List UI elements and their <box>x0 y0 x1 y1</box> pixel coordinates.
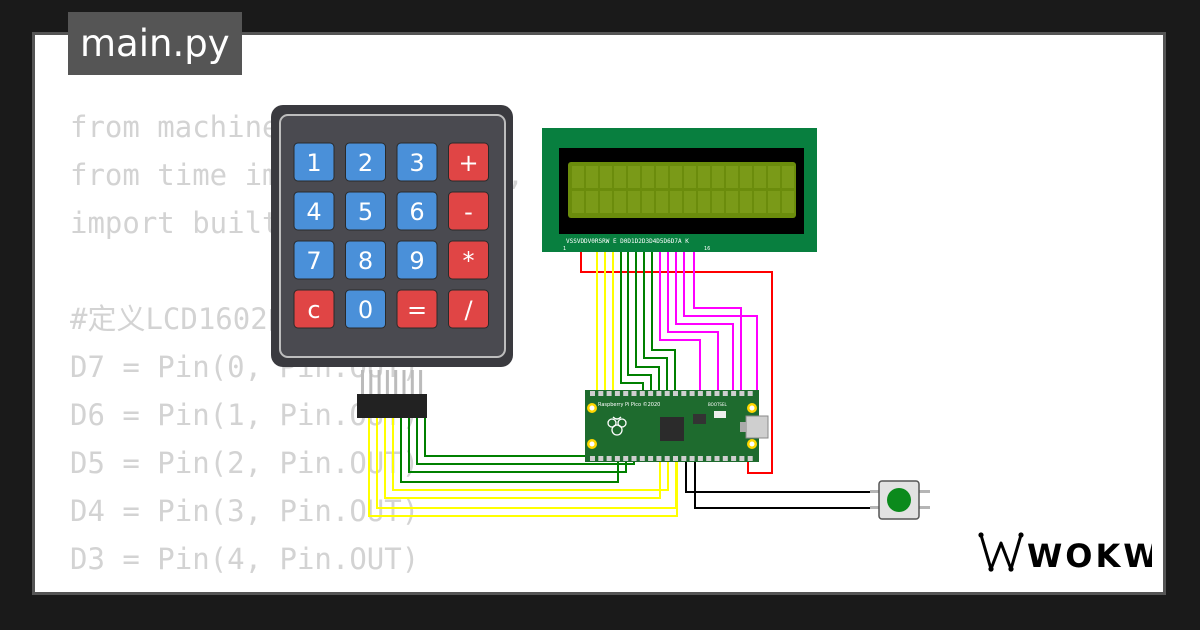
wire <box>368 418 678 517</box>
keypad-key[interactable]: c <box>293 289 335 329</box>
code-line: D3 = Pin(4, Pin.OUT) <box>70 542 420 576</box>
wire <box>627 252 652 390</box>
wire <box>392 418 669 491</box>
keypad-key-label: / <box>464 296 473 324</box>
keypad-header <box>357 370 427 418</box>
keypad-key[interactable]: 3 <box>396 142 438 182</box>
keypad-key-label: 4 <box>306 198 321 226</box>
keypad-key[interactable]: 9 <box>396 240 438 280</box>
wire <box>416 418 635 465</box>
wire <box>667 252 719 390</box>
keypad-key-label: 7 <box>306 247 321 275</box>
keypad-key[interactable]: 5 <box>345 191 386 231</box>
wire <box>693 252 742 390</box>
keypad-key-label: 2 <box>358 149 373 177</box>
keypad-key[interactable]: 0 <box>345 289 386 329</box>
keypad-key[interactable]: = <box>396 289 438 329</box>
pico-chip <box>660 417 684 441</box>
keypad-key-label: 1 <box>306 149 321 177</box>
wokwi-logo: WOKWi <box>978 532 1152 575</box>
file-tab[interactable]: main.py <box>68 12 242 75</box>
keypad-key-label: 3 <box>409 149 424 177</box>
wire <box>675 252 734 390</box>
keypad-key-label: 0 <box>358 296 373 324</box>
pushbutton[interactable] <box>870 480 930 520</box>
wire <box>659 252 701 390</box>
keypad-key[interactable]: / <box>448 289 489 329</box>
wire <box>620 252 644 390</box>
keypad-key[interactable]: - <box>448 191 489 231</box>
keypad-key[interactable]: 6 <box>396 191 438 231</box>
keypad-key-label: 6 <box>409 198 424 226</box>
keypad-key[interactable]: 2 <box>345 142 386 182</box>
pico-flash <box>693 414 706 424</box>
keypad-key-label: - <box>464 198 473 226</box>
wire <box>685 462 877 493</box>
keypad-key[interactable]: 8 <box>345 240 386 280</box>
keypad-key-label: = <box>407 296 427 324</box>
keypad-key[interactable]: 1 <box>293 142 335 182</box>
code-line: D2 = Pin(5, Pin.OUT) <box>70 583 681 592</box>
keypad[interactable]: 1 2 3 +4 5 6 - 7 8 9 * c 0 = / <box>271 105 513 367</box>
pico-debug-label: BOOTSEL <box>708 402 727 407</box>
wire <box>694 462 877 509</box>
keypad-key-label: 9 <box>409 247 424 275</box>
wire <box>384 418 661 499</box>
wokwi-logo-text: WOKWi <box>1027 537 1152 575</box>
code-line: D4 = Pin(3, Pin.OUT) <box>70 494 420 528</box>
wire <box>580 252 773 474</box>
pushbutton-cap <box>887 488 911 512</box>
keypad-keys: 1 2 3 +4 5 6 - 7 8 9 * c 0 = / <box>293 142 489 329</box>
keypad-key-label: * <box>463 247 475 275</box>
pico-silk-label: Raspberry Pi Pico ©2020 <box>598 401 660 408</box>
raspberry-logo-icon <box>607 416 627 436</box>
keypad-key[interactable]: 7 <box>293 240 335 280</box>
code-line: D5 = Pin(2, Pin.OUT) <box>70 446 420 480</box>
keypad-key-label: c <box>307 296 320 324</box>
keypad-key-label: + <box>458 149 478 177</box>
keypad-key-label: 5 <box>358 198 373 226</box>
keypad-key-label: 8 <box>358 247 373 275</box>
pico-pins <box>590 391 753 461</box>
wire <box>651 252 676 390</box>
wire <box>683 252 758 390</box>
wire <box>400 418 619 483</box>
pico-board: Raspberry Pi Pico ©2020 BOOTSEL <box>585 390 769 462</box>
keypad-key[interactable]: 4 <box>293 191 335 231</box>
keypad-key[interactable]: + <box>448 142 489 182</box>
lcd-pin-labels: VSSVDDV0RSRW E D0D1D2D3D4D5D6D7A K <box>566 238 689 245</box>
wire <box>643 252 668 390</box>
lcd-pin-last: 16 <box>704 246 710 252</box>
keypad-key[interactable]: * <box>448 240 489 280</box>
wire <box>408 418 627 473</box>
wire <box>635 252 660 390</box>
pico-usb-port <box>745 415 769 439</box>
lcd-display: VSSVDDV0RSRW E D0D1D2D3D4D5D6D7A K 1 16 <box>542 128 817 252</box>
wires <box>368 243 877 517</box>
lcd-cells <box>572 166 794 213</box>
lcd-pin-first: 1 <box>563 246 566 252</box>
pico-bootsel-button <box>714 411 726 418</box>
